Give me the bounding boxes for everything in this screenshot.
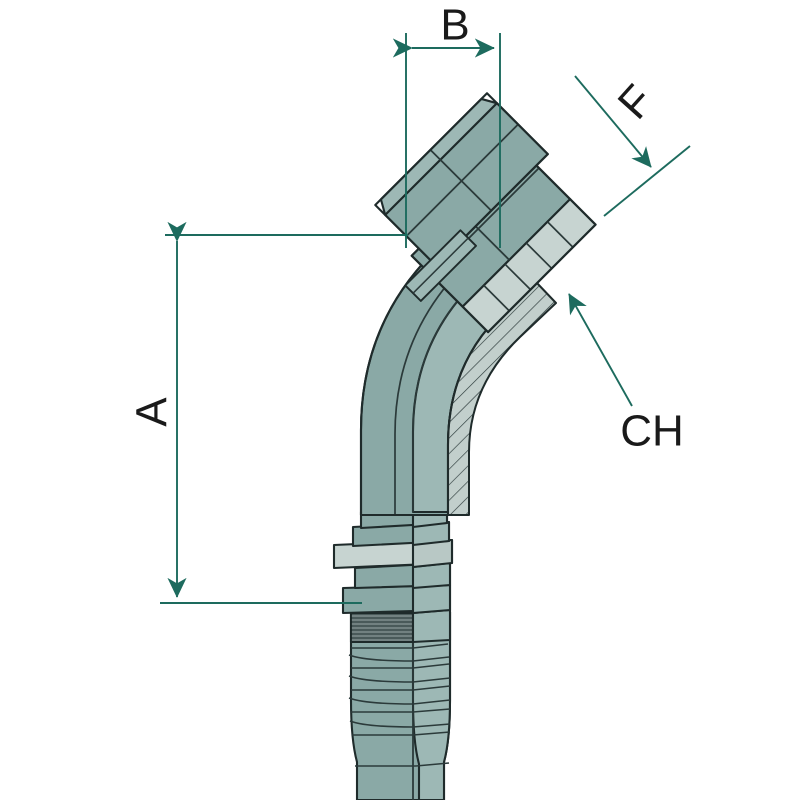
nut-collar-ring — [404, 229, 477, 302]
dim-f-leader — [574, 75, 652, 168]
dimension-label-a: A — [128, 397, 177, 427]
dimension-B — [392, 33, 501, 248]
dimension-label-ch: CH — [620, 407, 684, 456]
fitting-part-geometry — [332, 92, 597, 800]
dim-f-reference-line — [603, 145, 691, 217]
hose-barb — [348, 610, 452, 800]
dimension-A — [160, 221, 408, 604]
dimension-CH — [568, 293, 633, 407]
dimension-label-b: B — [440, 1, 469, 50]
dimension-F — [574, 75, 691, 217]
dim-ch-leader — [568, 293, 633, 407]
ferrule-collar — [332, 506, 454, 615]
knurl-band — [349, 608, 452, 644]
dimension-annotations — [160, 33, 691, 604]
dimension-label-f: F — [609, 76, 663, 129]
